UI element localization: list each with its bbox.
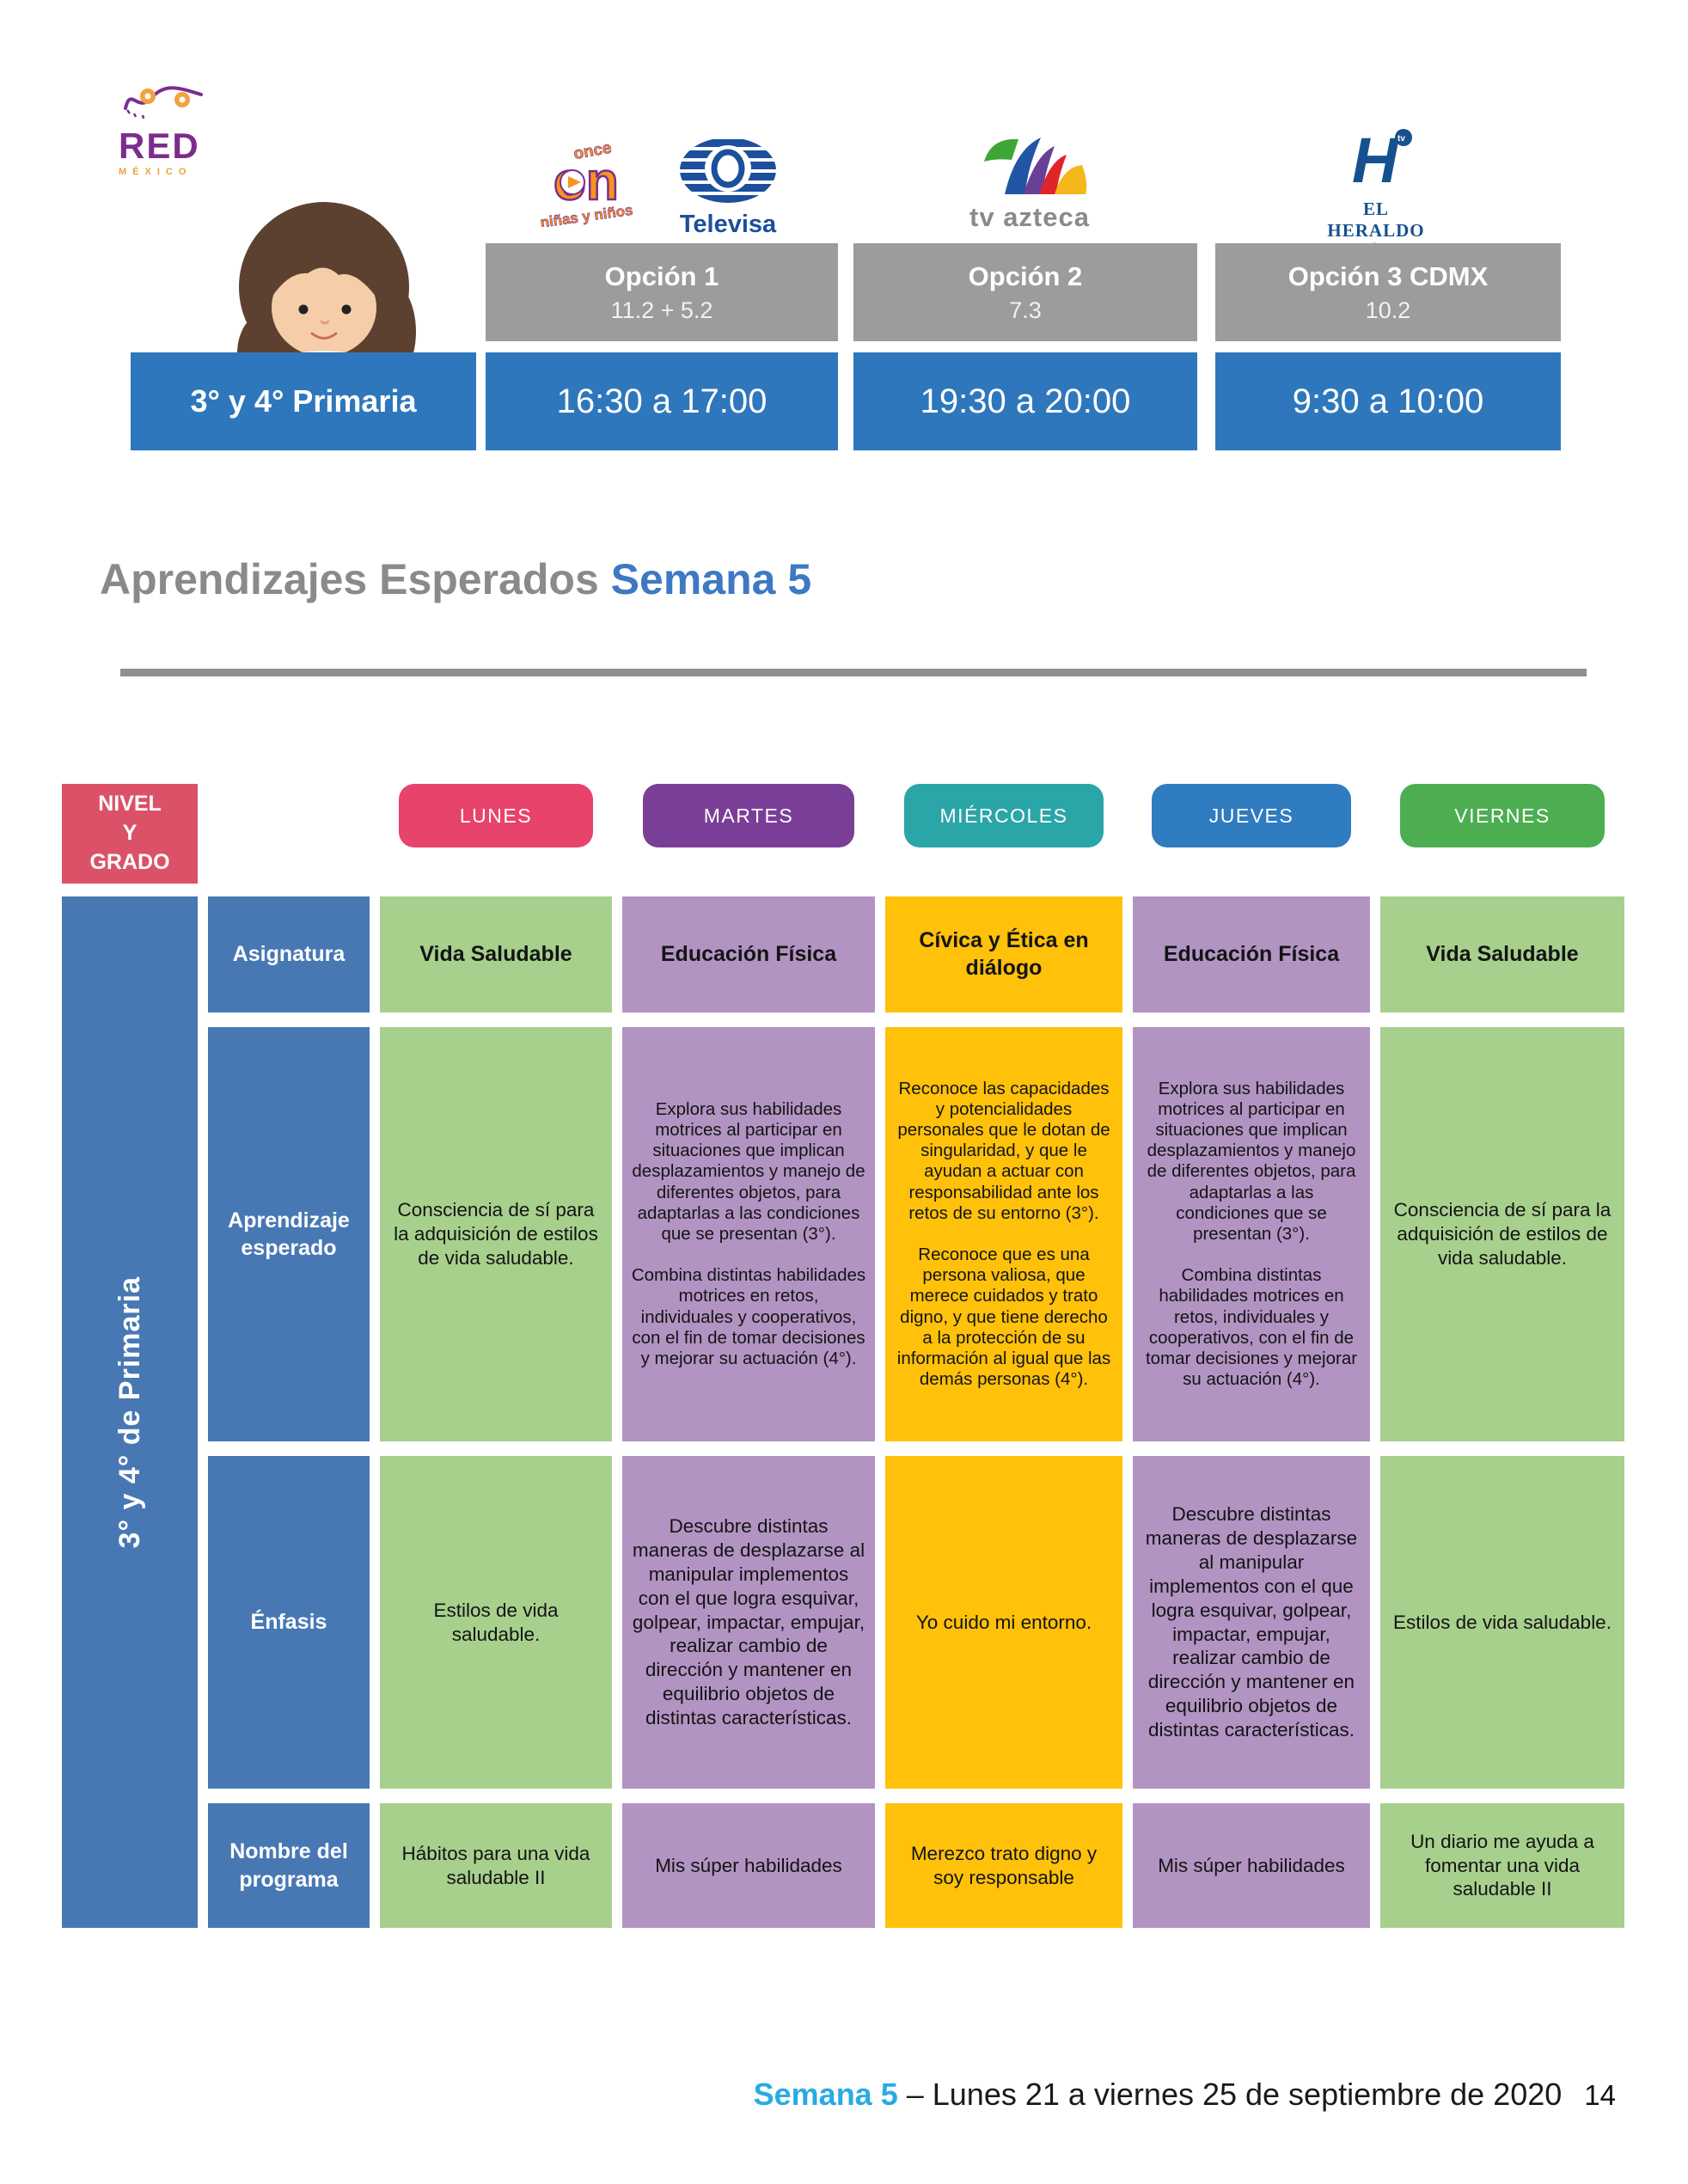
aprendizaje-miercoles: Reconoce las capacidades y potencialidad… (885, 1027, 1122, 1441)
footer-date-range: – Lunes 21 a viernes 25 de septiembre de… (906, 2077, 1563, 2112)
televisa-logo: Televisa (672, 136, 784, 239)
enfasis-jueves: Descubre distintas maneras de desplazars… (1133, 1456, 1370, 1789)
once-logo-on-text: on (553, 152, 619, 211)
tv-azteca-logo: tv azteca (961, 131, 1098, 233)
red-logo-subtext: MÉXICO (119, 167, 193, 177)
page-number: 14 (1584, 2079, 1616, 2111)
option-3-time: 9:30 a 10:00 (1215, 352, 1561, 450)
page-footer: Semana 5– Lunes 21 a viernes 25 de septi… (602, 2077, 1616, 2113)
day-pill-lunes: LUNES (398, 784, 594, 847)
televisa-wordmark: Televisa (679, 211, 777, 238)
enfasis-lunes: Estilos de vida saludable. (380, 1456, 612, 1789)
row-label-programa: Nombre del programa (208, 1803, 370, 1928)
option-2-channels: 7.3 (1009, 297, 1042, 323)
option-1-time: 16:30 a 17:00 (486, 352, 838, 450)
option-2-title: Opción 2 (968, 260, 1083, 291)
option-1-channels: 11.2 + 5.2 (610, 297, 713, 323)
day-pill-miercoles: MIÉRCOLES (904, 784, 1104, 847)
el-heraldo-wordmark: EL HERALDO (1327, 199, 1425, 241)
page-title-main: Aprendizajes Esperados (100, 555, 599, 603)
el-heraldo-h-icon: H tv (1352, 125, 1412, 196)
red-logo-squiggle-icon (124, 86, 203, 119)
asignatura-lunes: Vida Saludable (380, 896, 612, 1012)
grade-sidebar: 3° y 4° de Primaria (62, 896, 198, 1928)
option-3-channels: 10.2 (1365, 297, 1411, 323)
televisa-eye-icon (680, 139, 776, 203)
footer-week-label: Semana 5 (753, 2077, 898, 2112)
page-title: Aprendizajes Esperados Semana 5 (100, 554, 811, 604)
aprendizaje-martes: Explora sus habilidades motrices al part… (622, 1027, 875, 1441)
programa-lunes: Hábitos para una vida saludable II (380, 1803, 612, 1928)
red-logo-wordmark: RED (119, 125, 200, 166)
table-header-row: NIVEL Y GRADO LUNES MARTES MIÉRCOLES JUE… (62, 784, 1624, 884)
aprendizaje-viernes: Consciencia de sí para la adquisición de… (1380, 1027, 1624, 1441)
once-logo-icon: once on niñas y niños (539, 138, 634, 231)
asignatura-viernes: Vida Saludable (1380, 896, 1624, 1012)
enfasis-viernes: Estilos de vida saludable. (1380, 1456, 1624, 1789)
grade-band-label: 3° y 4° Primaria (131, 352, 476, 450)
schedule-table: 3° y 4° de Primaria Asignatura Aprendiza… (62, 896, 1624, 1928)
option-1-title: Opción 1 (604, 260, 719, 291)
asignatura-martes: Educación Física (622, 896, 875, 1012)
aprendizaje-lunes: Consciencia de sí para la adquisición de… (380, 1027, 612, 1441)
programa-jueves: Mis súper habilidades (1133, 1803, 1370, 1928)
day-pill-viernes: VIERNES (1399, 784, 1605, 847)
el-heraldo-logo: H tv EL HERALDO DE MÉXICO (1320, 125, 1432, 251)
tv-azteca-wordmark: tv azteca (969, 202, 1090, 232)
nivel-grado-header: NIVEL Y GRADO (62, 784, 198, 884)
grade-sidebar-label: 3° y 4° de Primaria (113, 1276, 146, 1549)
programa-martes: Mis súper habilidades (622, 1803, 875, 1928)
day-pill-jueves: JUEVES (1152, 784, 1351, 847)
programa-miercoles: Merezco trato digno y soy responsable (885, 1803, 1122, 1928)
tv-azteca-icon (984, 138, 1087, 194)
row-label-asignatura: Asignatura (208, 896, 370, 1012)
aprendizaje-jueves: Explora sus habilidades motrices al part… (1133, 1027, 1370, 1441)
enfasis-martes: Descubre distintas maneras de desplazars… (622, 1456, 875, 1789)
page-title-accent: Semana 5 (610, 555, 812, 603)
red-mexico-logo: RED MÉXICO (119, 79, 230, 177)
option-2-header: Opción 2 7.3 (853, 243, 1197, 341)
row-label-aprendizaje: Aprendizaje esperado (208, 1027, 370, 1441)
canal-once-ninos-logo: once on niñas y niños (538, 138, 650, 231)
day-pill-martes: MARTES (642, 784, 855, 847)
el-heraldo-h-letter: H (1352, 125, 1399, 194)
enfasis-miercoles: Yo cuido mi entorno. (885, 1456, 1122, 1789)
title-rule (120, 669, 1587, 676)
el-heraldo-tv-badge: tv (1397, 134, 1405, 144)
asignatura-jueves: Educación Física (1133, 896, 1370, 1012)
option-1-header: Opción 1 11.2 + 5.2 (486, 243, 838, 341)
option-3-title: Opción 3 CDMX (1287, 260, 1489, 291)
option-3-header: Opción 3 CDMX 10.2 (1215, 243, 1561, 341)
asignatura-miercoles: Cívica y Ética en diálogo (885, 896, 1122, 1012)
programa-viernes: Un diario me ayuda a fomentar una vida s… (1380, 1803, 1624, 1928)
option-2-time: 19:30 a 20:00 (853, 352, 1197, 450)
row-label-enfasis: Énfasis (208, 1456, 370, 1789)
